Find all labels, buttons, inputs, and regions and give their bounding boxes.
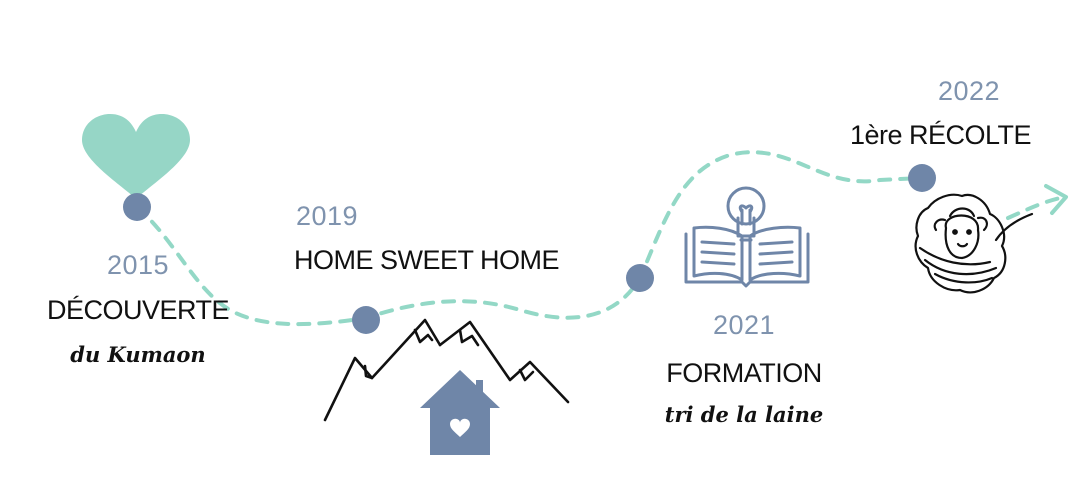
milestone-year-2022: 2022	[938, 76, 1001, 106]
house-icon	[420, 370, 500, 455]
milestone-title-2022: 1ère RÉCOLTE	[850, 120, 1032, 150]
milestone-title-2019: HOME SWEET HOME	[294, 245, 560, 275]
milestone-subtitle-2021: tri de la laine	[664, 402, 824, 427]
milestone-title-2021: FORMATION	[666, 358, 822, 388]
sheep-icon	[914, 193, 1034, 294]
milestone-year-2021: 2021	[712, 310, 776, 340]
milestone-dot-2019	[352, 306, 380, 334]
book-lightbulb-icon	[684, 186, 810, 288]
milestone-title-2015: DÉCOUVERTE	[46, 295, 230, 325]
arrow-head-icon	[1044, 184, 1068, 215]
milestone-dot-2022	[908, 164, 936, 192]
milestone-subtitle-2015: du Kumaon	[70, 342, 206, 367]
milestone-dot-2021	[626, 264, 654, 292]
timeline-path	[135, 150, 924, 327]
heart-icon	[82, 114, 190, 199]
milestone-dot-2015	[123, 193, 151, 221]
milestone-year-2015: 2015	[106, 250, 170, 280]
timeline-path-end	[1006, 195, 1067, 220]
mountains-icon	[323, 318, 570, 422]
milestone-year-2019: 2019	[296, 201, 359, 231]
